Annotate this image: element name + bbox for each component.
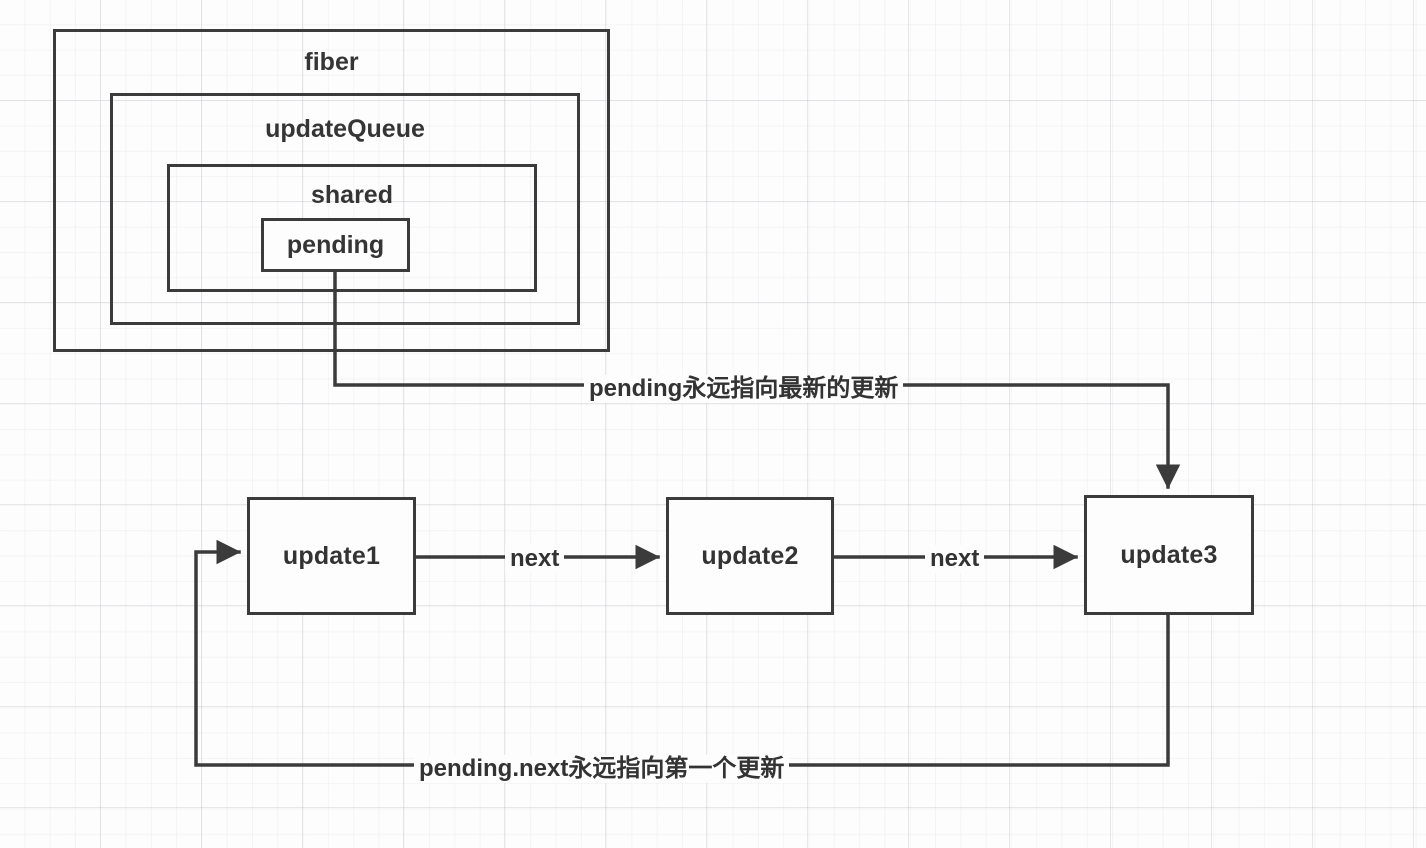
update1-node[interactable]: update1 [247, 497, 416, 615]
fiber-label: fiber [304, 48, 359, 76]
next-label-1: next [505, 545, 565, 573]
pending-annotation: pending永远指向最新的更新 [584, 375, 904, 403]
pending-label: pending [286, 231, 385, 259]
update2-node-label: update2 [701, 541, 799, 570]
next-label-2: next [925, 545, 985, 573]
update3-node-label: update3 [1120, 540, 1218, 569]
pending-next-annotation: pending.next永远指向第一个更新 [414, 755, 790, 783]
fiber-container [53, 29, 610, 352]
pending-box [261, 218, 410, 272]
shared-label: shared [311, 181, 393, 209]
update2-node[interactable]: update2 [666, 497, 834, 615]
update3-node[interactable]: update3 [1084, 495, 1254, 615]
update1-node-label: update1 [282, 541, 381, 570]
update-queue-label: updateQueue [265, 115, 425, 143]
